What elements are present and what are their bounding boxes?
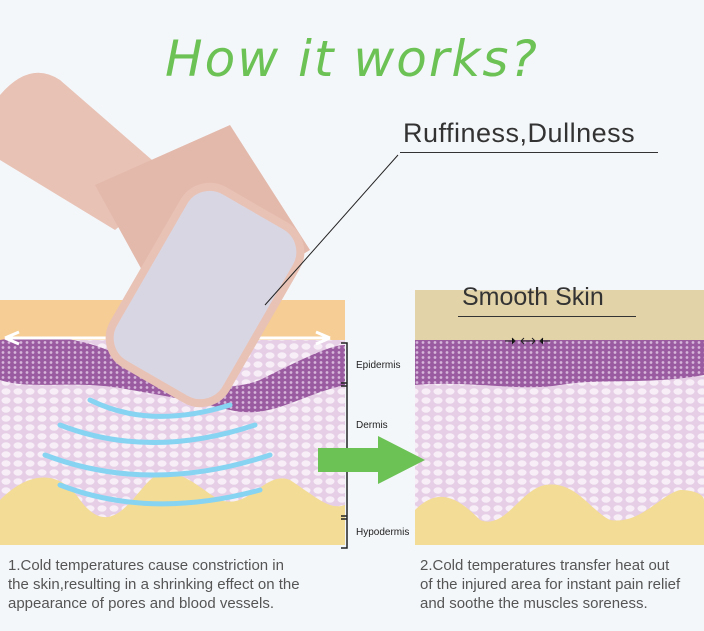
skin-after <box>415 290 704 545</box>
page-title: How it works? <box>165 30 539 88</box>
pointer-line <box>264 154 399 306</box>
caption-left: 1.Cold temperatures cause constriction i… <box>8 556 300 613</box>
arrow-right-icon <box>318 436 425 484</box>
layer-bracket <box>341 342 348 549</box>
layer-label-dermis: Dermis <box>356 420 388 431</box>
caption-line: of the injured area for instant pain rel… <box>420 576 681 593</box>
label-before: Ruffiness,Dullness <box>403 118 636 148</box>
shrink-arrows-icon <box>505 337 550 345</box>
ice-roller-image <box>0 72 310 408</box>
caption-line: 1.Cold temperatures cause constriction i… <box>8 557 284 574</box>
caption-line: appearance of pores and blood vessels. <box>8 595 275 612</box>
layer-label-hypodermis: Hypodermis <box>356 527 410 538</box>
label-after: Smooth Skin <box>462 283 604 311</box>
divider <box>400 152 658 153</box>
layer-label-epidermis: Epidermis <box>356 360 401 371</box>
cold-waves-icon <box>42 397 273 507</box>
divider <box>458 316 636 317</box>
caption-right: 2.Cold temperatures transfer heat out of… <box>420 556 680 613</box>
caption-line: the skin,resulting in a shrinking effect… <box>8 576 300 593</box>
caption-line: and soothe the muscles soreness. <box>420 595 648 612</box>
caption-line: 2.Cold temperatures transfer heat out <box>420 557 670 574</box>
